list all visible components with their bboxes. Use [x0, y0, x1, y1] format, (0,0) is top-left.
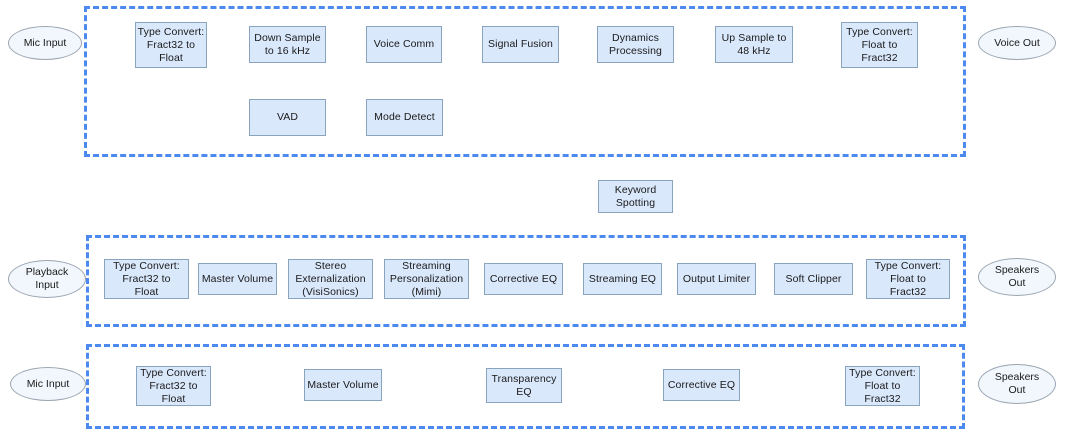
node-type-convert-float-to-fract32-1[interactable]: Type Convert: Float to Fract32: [841, 22, 918, 68]
node-mode-detect[interactable]: Mode Detect: [366, 99, 443, 136]
node-type-convert-float-to-fract32-2[interactable]: Type Convert: Float to Fract32: [866, 259, 950, 299]
node-soft-clipper[interactable]: Soft Clipper: [774, 263, 853, 295]
node-master-volume-2[interactable]: Master Volume: [304, 369, 382, 401]
terminal-speakers-out-1[interactable]: Speakers Out: [978, 258, 1056, 296]
node-streaming-personalization[interactable]: Streaming Personalization (Mimi): [384, 259, 469, 299]
node-corrective-eq-2[interactable]: Corrective EQ: [663, 369, 740, 401]
terminal-playback-input[interactable]: Playback Input: [8, 260, 86, 298]
node-type-convert-fract32-to-float-3[interactable]: Type Convert: Fract32 to Float: [136, 366, 211, 406]
group-playback-chain: [86, 235, 966, 327]
node-signal-fusion[interactable]: Signal Fusion: [482, 26, 559, 63]
node-streaming-eq[interactable]: Streaming EQ: [583, 263, 662, 295]
group-voice-capture-chain: [84, 6, 966, 157]
node-transparency-eq[interactable]: Transparency EQ: [486, 368, 562, 403]
terminal-voice-out[interactable]: Voice Out: [978, 26, 1056, 60]
node-down-sample-16khz[interactable]: Down Sample to 16 kHz: [249, 26, 326, 63]
node-vad[interactable]: VAD: [249, 99, 326, 136]
terminal-mic-input-2[interactable]: Mic Input: [10, 367, 86, 401]
node-keyword-spotting[interactable]: Keyword Spotting: [598, 180, 673, 213]
node-master-volume-1[interactable]: Master Volume: [198, 263, 277, 295]
node-dynamics-processing[interactable]: Dynamics Processing: [597, 26, 674, 63]
node-stereo-externalization[interactable]: Stereo Externalization (VisiSonics): [288, 259, 373, 299]
node-voice-comm[interactable]: Voice Comm: [366, 26, 442, 63]
terminal-speakers-out-2[interactable]: Speakers Out: [978, 364, 1056, 404]
node-type-convert-float-to-fract32-3[interactable]: Type Convert: Float to Fract32: [845, 366, 920, 406]
node-up-sample-48khz[interactable]: Up Sample to 48 kHz: [715, 26, 793, 63]
node-corrective-eq-1[interactable]: Corrective EQ: [484, 263, 563, 295]
group-transparency-chain: [86, 344, 965, 429]
node-type-convert-fract32-to-float-2[interactable]: Type Convert: Fract32 to Float: [104, 259, 189, 299]
terminal-mic-input-1[interactable]: Mic Input: [8, 26, 82, 60]
node-output-limiter[interactable]: Output Limiter: [677, 263, 756, 295]
node-type-convert-fract32-to-float-1[interactable]: Type Convert: Fract32 to Float: [135, 22, 207, 68]
